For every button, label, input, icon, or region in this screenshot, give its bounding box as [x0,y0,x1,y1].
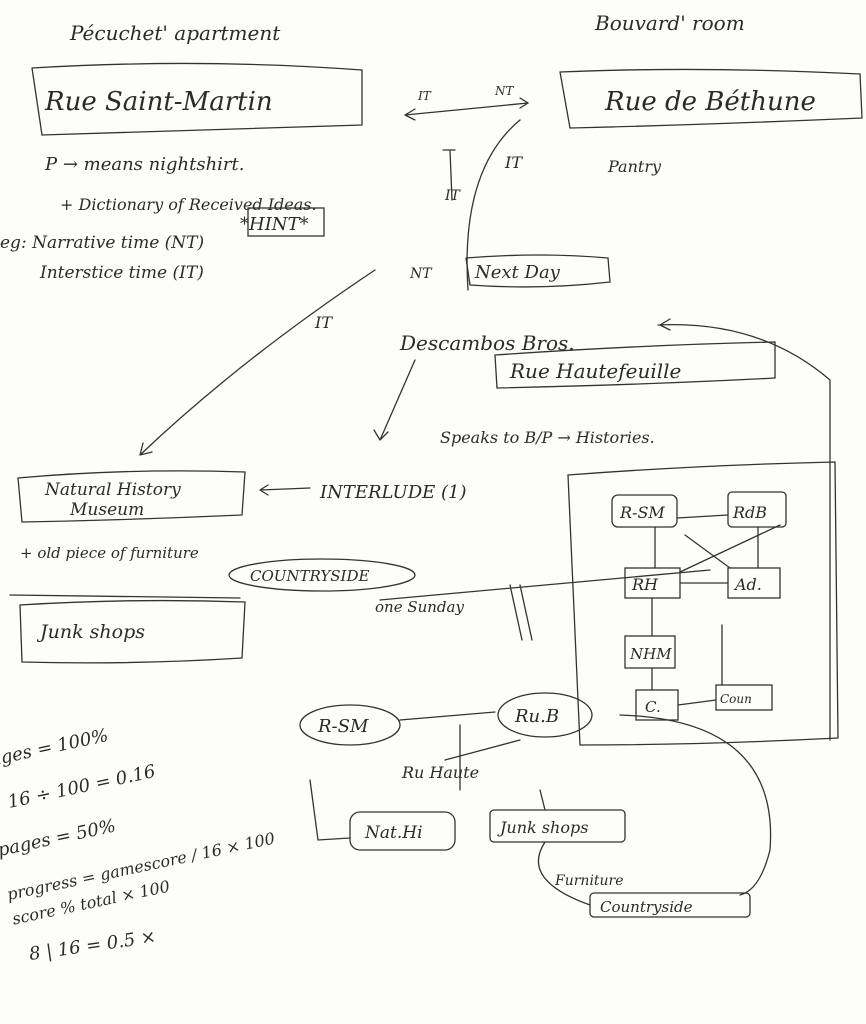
arrow-interlude [373,359,416,441]
double-arrow [404,97,530,121]
museum-box [17,470,246,523]
mini-rh: RH [631,575,659,594]
lower-ruhaute: Ru Haute [401,763,479,782]
mini-nhm: NHM [629,645,672,663]
lower-countryside: Countryside [600,898,693,916]
mini-c: C. [645,698,661,716]
return-arrow [657,318,831,741]
lower-rub-ellipse [497,692,593,738]
lower-rsm-ellipse [299,704,401,746]
flow-nt: NT [409,266,433,282]
mini-rdb: RdB [732,503,767,522]
mini-map: R-SM RdB RH Ad. NHM C. Coun [611,491,787,721]
flow-countryside: COUNTRYSIDE [250,567,370,585]
flow-it-2: IT [444,188,462,204]
flow-junk-shops: Junk shops [36,621,145,643]
museum-line1: Natural History [44,480,181,500]
flow-pantry: Pantry [607,157,662,176]
lower-junk: Junk shops [497,818,588,837]
calc-line-6: 8 | 16 = 0.5 × [28,926,158,965]
pecuchet-street: Rue Saint-Martin [44,87,273,117]
arrow-nt-label: NT [494,84,515,98]
flow-interlude: INTERLUDE (1) [319,482,467,503]
arrow-it-label: IT [417,89,432,103]
flow-speaks: Speaks to B/P → Histories. [440,428,655,447]
flow-one-sunday: one Sunday [375,598,464,616]
pecuchet-box [31,62,363,136]
mini-coun: Coun [720,692,752,706]
next-day-box [465,254,611,288]
calc-line-3: pages = 50% [0,815,118,861]
bouvard-box [559,68,863,129]
lower-rsm: R-SM [317,716,369,737]
lower-furniture: Furniture [554,873,624,889]
calc-line-1: pages = 100% [0,725,110,773]
note-nightshirt: P → means nightshirt. [44,154,245,175]
mini-rsm: R-SM [619,503,665,522]
lower-connectors [309,711,772,906]
note-dictionary: + Dictionary of Received Ideas. [60,195,317,214]
hint-box [247,207,325,237]
flow-next-day: Next Day [474,262,561,283]
museum-line2: Museum [69,500,144,520]
note-interstice: Interstice time (IT) [39,263,204,283]
interlude-arrow [259,484,311,496]
calculations: pages = 100% 16 ÷ 100 = 0.16 pages = 50%… [0,725,277,928]
flow-descambos: Descambos Bros. [399,331,575,355]
lower-nathi: Nat.Hi [364,823,423,843]
junk-shops-box [19,599,246,664]
flow-it-3: IT [314,313,333,332]
pecuchet-heading: Pécuchet' apartment [69,21,281,45]
flow-it-1: IT [504,153,523,172]
lower-nathi-box [349,811,456,851]
calc-line-2: 16 ÷ 100 = 0.16 [6,761,157,813]
it-arrow-museum [139,269,376,456]
bouvard-street: Rue de Béthune [604,87,816,117]
flow-hautefeuille: Rue Hautefeuille [509,359,681,383]
lower-rub: Ru.B [514,706,559,727]
countryside-ellipse [228,558,416,592]
note-narrative: eg: Narrative time (NT) [0,233,204,253]
connector-lines [9,569,711,641]
note-hint: *HINT* [240,214,309,235]
mini-ad: Ad. [733,575,762,594]
furniture-note: + old piece of furniture [20,544,199,562]
hautefeuille-box [494,341,776,389]
bouvard-heading: Bouvard' room [594,11,745,35]
mini-map-frame [567,461,839,746]
lower-junk-box [489,809,626,843]
